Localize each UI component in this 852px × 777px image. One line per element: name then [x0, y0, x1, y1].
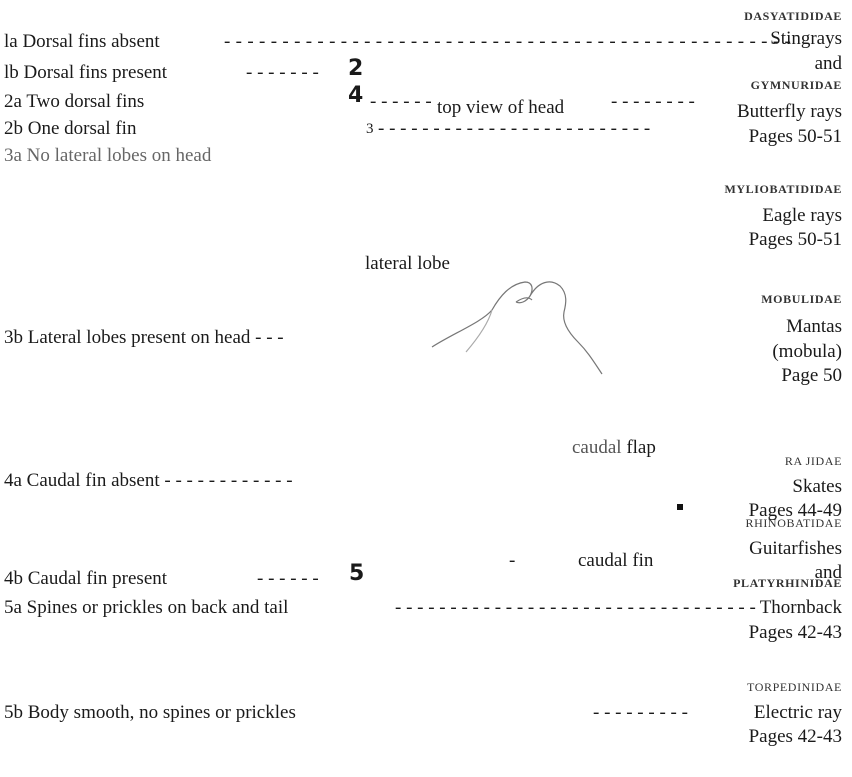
pages-50-51-a: Pages 50-51 — [748, 126, 842, 147]
key-4b: 4b Caudal fin present — [4, 568, 168, 589]
family-gymnuridae: GYMNURIDAE — [750, 78, 842, 92]
family-torpedinidae: TORPEDINIDAE — [747, 680, 842, 694]
page-50: Page 50 — [781, 365, 842, 386]
label-caudal-fin: caudal fin — [578, 550, 654, 571]
family-mobulidae: MOBULIDAE — [761, 292, 842, 306]
goto-5: 5 — [349, 561, 365, 586]
leader-2a-tail: - - - - - - - - — [611, 91, 695, 112]
leader-5a: - - - - - - - - - - - - - - - - - - - - … — [395, 597, 756, 618]
key-1b: lb Dorsal fins present — [4, 62, 168, 83]
key-5b: 5b Body smooth, no spines or prickles — [4, 702, 296, 723]
common-name-guitarfishes: Guitarfishes — [749, 538, 842, 559]
key-2a: 2a Two dorsal fins — [4, 91, 145, 112]
common-name-eagle-rays: Eagle rays — [762, 205, 842, 226]
key-3a: 3a No lateral lobes on head — [4, 145, 212, 166]
head-outline-left — [431, 281, 533, 348]
and-text-2: and — [814, 562, 842, 583]
misc-dash: - — [509, 550, 516, 571]
pages-44-49: Pages 44-49 — [748, 500, 842, 521]
leader-2b: - - - - - - - - - - - - - - - - - - - - … — [378, 118, 651, 139]
label-lateral-lobe: lateral lobe — [365, 253, 450, 274]
common-name-skates: Skates — [792, 476, 842, 497]
key-2b: 2b One dorsal fin — [4, 118, 137, 139]
common-name-thornback: Thornback — [759, 597, 842, 618]
caudal-flap-word-2: flap — [626, 437, 656, 458]
key-1a: la Dorsal fins absent — [4, 31, 160, 52]
key-5a: 5a Spines or prickles on back and tail — [4, 597, 289, 618]
and-text-1: and — [814, 53, 842, 74]
goto-4: 4 — [348, 83, 364, 108]
leader-1a: - - - - - - - - - - - - - - - - - - - - … — [224, 31, 792, 52]
leader-4b: - - - - - - — [257, 568, 319, 589]
family-myliobatididae: MYLIOBATIDIDAE — [724, 182, 842, 196]
common-name-stingrays: Stingrays — [770, 28, 842, 49]
key-3b: 3b Lateral lobes present on head - - - — [4, 327, 284, 348]
pages-42-43-a: Pages 42-43 — [748, 622, 842, 643]
caudal-flap-word: caudal — [572, 437, 622, 458]
leader-1b: - - - - - - - — [246, 62, 319, 83]
head-sketch-figure — [431, 281, 603, 375]
label-top-view-of-head: top view of head — [437, 97, 565, 118]
common-name-electric-ray: Electric ray — [753, 702, 842, 723]
goto-2: 2 — [348, 56, 364, 81]
pages-50-51-b: Pages 50-51 — [748, 229, 842, 250]
leader-2a: - - - - - - — [370, 91, 432, 112]
family-rajidae: RA JIDAE — [784, 454, 842, 468]
leader-5b: - - - - - - - - - — [593, 702, 688, 723]
label-caudal-flap: caudal flap — [572, 437, 656, 459]
head-inner-left — [465, 309, 493, 353]
goto-3: 3 — [366, 121, 374, 137]
common-name-mantas: Mantas — [786, 316, 842, 337]
family-rhinobatidae: RHINOBATIDAE — [745, 516, 842, 530]
family-platyrhinidae: PLATYRHINIDAE — [733, 576, 842, 590]
lobe-tip — [515, 297, 533, 303]
common-name-butterfly-rays: Butterfly rays — [736, 101, 842, 122]
bullet-mark — [677, 504, 683, 510]
key-4a: 4a Caudal fin absent - - - - - - - - - -… — [4, 470, 293, 491]
pages-42-43-b: Pages 42-43 — [748, 726, 842, 747]
family-dasyatididae: DASYATIDIDAE — [744, 9, 842, 23]
mobula-text: (mobula) — [772, 341, 842, 362]
head-outline-right — [529, 281, 603, 375]
